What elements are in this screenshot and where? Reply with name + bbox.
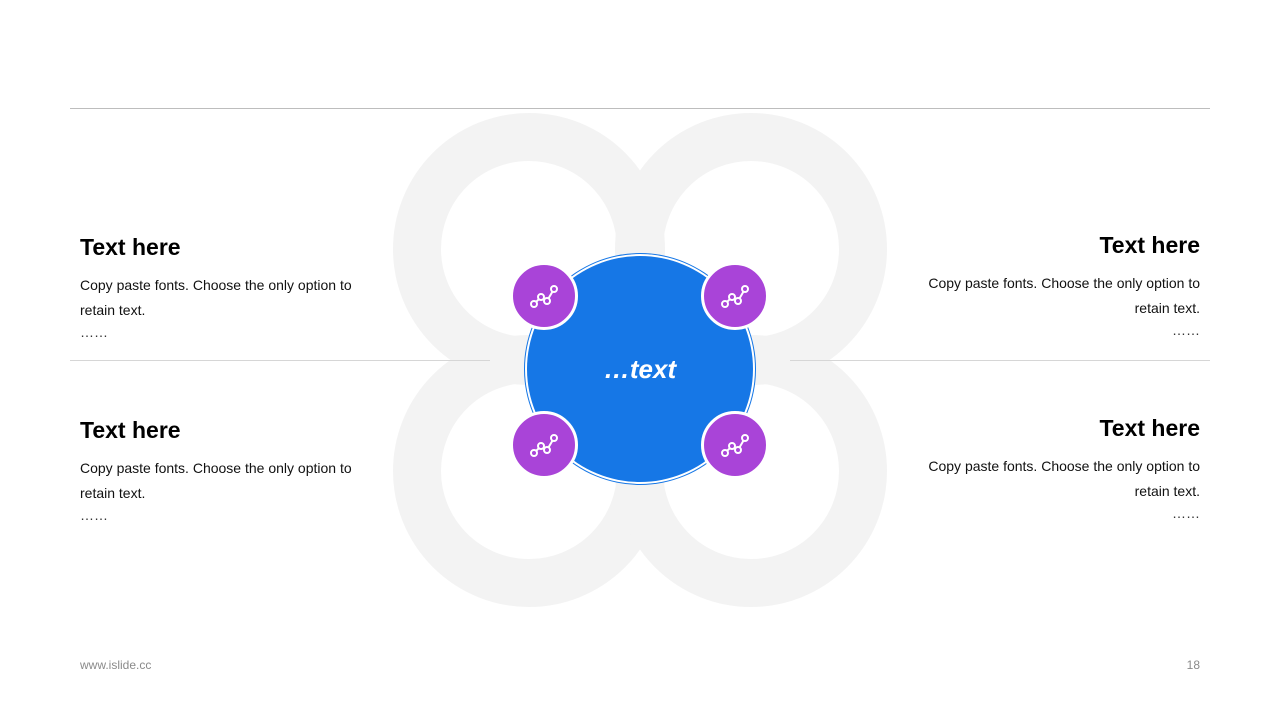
node-bottom-right bbox=[701, 411, 769, 479]
center-label: …text bbox=[603, 354, 677, 384]
chart-line-icon bbox=[721, 434, 749, 457]
text-block-top-left: Text here Copy paste fonts. Choose the o… bbox=[80, 233, 380, 341]
page-number: 18 bbox=[1186, 658, 1200, 672]
block-body: Copy paste fonts. Choose the only option… bbox=[80, 277, 352, 318]
block-title: Text here bbox=[80, 234, 181, 260]
chart-line-icon bbox=[721, 285, 749, 308]
block-title: Text here bbox=[1099, 415, 1200, 441]
block-title: Text here bbox=[80, 417, 181, 443]
text-block-bottom-right: Text here Copy paste fonts. Choose the o… bbox=[900, 414, 1200, 522]
node-bottom-left bbox=[510, 411, 578, 479]
block-ellipsis: …… bbox=[1172, 322, 1200, 338]
block-title: Text here bbox=[1099, 232, 1200, 258]
block-ellipsis: …… bbox=[80, 324, 108, 340]
middle-divider-right bbox=[790, 360, 1210, 361]
block-body: Copy paste fonts. Choose the only option… bbox=[80, 460, 352, 501]
node-top-right bbox=[701, 262, 769, 330]
block-ellipsis: …… bbox=[1172, 505, 1200, 521]
text-block-bottom-left: Text here Copy paste fonts. Choose the o… bbox=[80, 416, 380, 524]
block-body: Copy paste fonts. Choose the only option… bbox=[928, 458, 1200, 499]
chart-line-icon bbox=[530, 434, 558, 457]
chart-line-icon bbox=[530, 285, 558, 308]
top-divider bbox=[70, 108, 1210, 109]
text-block-top-right: Text here Copy paste fonts. Choose the o… bbox=[900, 231, 1200, 339]
block-body: Copy paste fonts. Choose the only option… bbox=[928, 275, 1200, 316]
middle-divider-left bbox=[70, 360, 490, 361]
footer-url[interactable]: www.islide.cc bbox=[80, 658, 152, 672]
block-ellipsis: …… bbox=[80, 507, 108, 523]
node-top-left bbox=[510, 262, 578, 330]
